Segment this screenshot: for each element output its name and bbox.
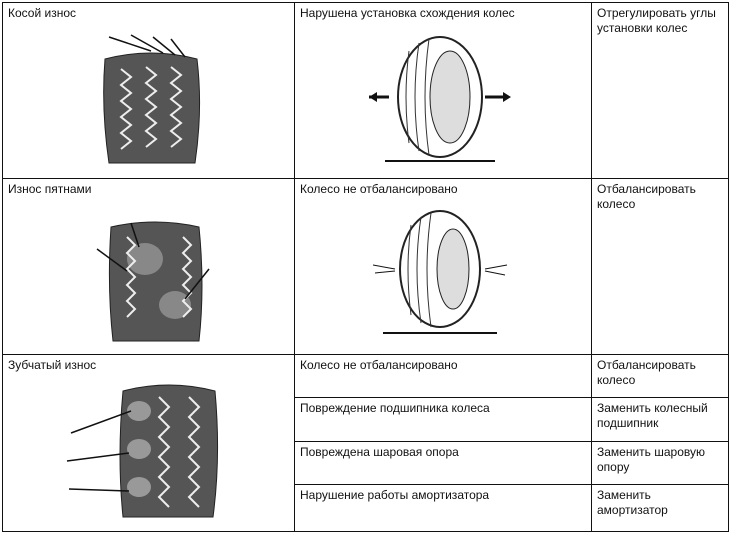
table-row: Зубчатый износ Колесо не отбалансировано <box>2 354 729 532</box>
symptom-cell: Зубчатый износ <box>2 354 295 532</box>
cause-cell: Колесо не отбалансировано <box>294 178 592 355</box>
symptom-label: Износ пятнами <box>8 182 92 196</box>
remedy-cell: Заменить шаровую опору <box>591 441 729 485</box>
remedy-label: Заменить шаровую опору <box>597 445 706 474</box>
remedy-cell: Отбалансировать колесо <box>591 354 729 398</box>
cupping-wear-tread-image <box>96 221 210 342</box>
cause-cell: Колесо не отбалансировано <box>294 354 592 398</box>
remedy-cell: Заменить амортизатор <box>591 484 729 532</box>
cause-cell: Повреждена шаровая опора <box>294 441 592 485</box>
symptom-label: Косой износ <box>8 6 77 20</box>
cause-label: Нарушение работы амортизатора <box>300 488 490 502</box>
remedy-cell: Заменить колесный подшипник <box>591 397 729 442</box>
cause-label: Повреждена шаровая опора <box>300 445 459 459</box>
symptom-cell: Износ пятнами <box>2 178 295 355</box>
table-row: Косой износ Нарушена установка схождения <box>2 2 729 179</box>
table-row: Нарушение работы амортизатора Заменить а… <box>3 484 729 532</box>
table-row: Износ пятнами Колесо не отбалан <box>2 178 729 355</box>
cause-label: Колесо не отбалансировано <box>300 358 458 372</box>
table-row: Повреждена шаровая опора Заменить шарову… <box>3 441 729 485</box>
feathered-wear-tread-image <box>103 34 201 164</box>
unbalanced-wheel-image <box>372 210 508 334</box>
toe-misalignment-wheel-image <box>369 36 511 162</box>
cause-label: Колесо не отбалансировано <box>300 182 458 196</box>
remedy-label: Заменить колесный подшипник <box>597 401 708 430</box>
cause-cell: Повреждение подшипника колеса <box>294 397 592 442</box>
cause-label: Нарушена установка схождения колес <box>300 6 515 20</box>
cause-cell: Нарушена установка схождения колес <box>294 2 592 179</box>
symptom-cell: Косой износ <box>2 2 295 179</box>
cause-cell: Нарушение работы амортизатора <box>294 484 592 532</box>
remedy-label: Отрегулировать углы установки колес <box>597 6 716 35</box>
remedy-cell: Отбалансировать колесо <box>591 178 729 355</box>
remedy-label: Заменить амортизатор <box>597 488 668 517</box>
scalloped-wear-tread-image <box>66 384 219 518</box>
remedy-cell: Отрегулировать углы установки колес <box>591 2 729 179</box>
cause-label: Повреждение подшипника колеса <box>300 401 490 415</box>
remedy-label: Отбалансировать колесо <box>597 182 696 211</box>
symptom-label: Зубчатый износ <box>8 358 97 372</box>
remedy-label: Отбалансировать колесо <box>597 358 696 387</box>
